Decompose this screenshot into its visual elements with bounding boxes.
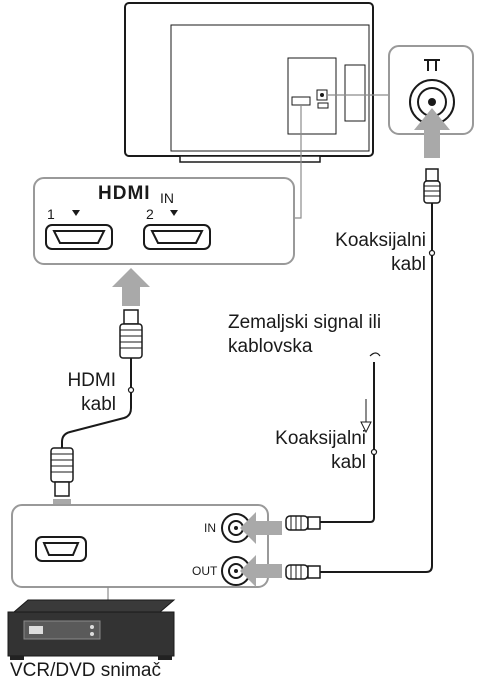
hdmi-input-panel: [33, 177, 295, 265]
hdmi-logo: HDMI: [98, 183, 151, 204]
terrestrial-signal-label-line1: Zemaljski signal ili: [228, 312, 382, 333]
tv-back: [124, 2, 374, 163]
coax-cable-top-label-line1: Koaksijalni: [335, 230, 426, 251]
arrow-left-icon: [240, 512, 282, 544]
hdmi-plug-bottom: [50, 447, 74, 497]
coax-plug-out: [285, 564, 321, 580]
hdmi-port-2-label: 2: [146, 206, 154, 222]
recorder-rear-panel: [11, 504, 269, 588]
antenna-port-panel: [388, 45, 474, 135]
terrestrial-signal-label-line2: kablovska: [228, 336, 313, 357]
coax-cable-top-label-line2: kabl: [391, 254, 426, 275]
coax-cable-bottom-label-line1: Koaksijalni: [275, 428, 366, 449]
recorder-in-label: IN: [204, 521, 216, 535]
coax-cable-right: [320, 203, 436, 573]
coax-plug-in: [285, 515, 321, 531]
hdmi-cable-label-line2: kabl: [81, 394, 116, 415]
recorder-out-label: OUT: [192, 564, 218, 578]
device-label: VCR/DVD snimač: [10, 660, 161, 681]
arrow-left-icon: [240, 555, 282, 587]
hdmi-cable-label-line1: HDMI: [67, 370, 116, 391]
arrow-up-icon: [112, 268, 150, 306]
hdmi-port-1-label: 1: [47, 206, 55, 222]
coax-cable-bottom-label-line2: kabl: [331, 452, 366, 473]
hdmi-plug-top: [119, 309, 143, 359]
recorder-device: [7, 599, 176, 660]
hdmi-in-label: IN: [160, 190, 174, 206]
arrow-up-icon: [414, 108, 450, 158]
terrestrial-cable: [320, 352, 381, 523]
hdmi-cable: [61, 358, 135, 448]
coax-plug-top: [423, 168, 441, 204]
callout-lines: [294, 94, 389, 219]
